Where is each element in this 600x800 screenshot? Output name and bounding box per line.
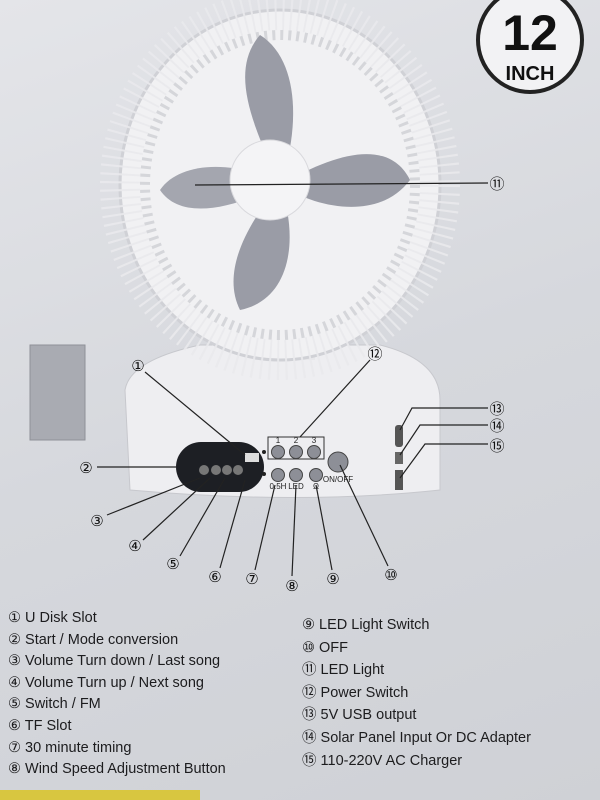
fan-blade — [280, 154, 410, 207]
legend-item: ⑥ TF Slot — [8, 717, 72, 734]
badge-unit: INCH — [506, 63, 555, 85]
yellow-strip — [0, 790, 200, 800]
ac-charger-port — [395, 470, 403, 490]
off-button[interactable] — [309, 468, 323, 482]
legend-item: ③ Volume Turn down / Last song — [8, 653, 221, 670]
legend-item: ④ Volume Turn up / Next song — [8, 674, 204, 691]
led-light — [229, 139, 311, 221]
solar-panel — [29, 344, 86, 441]
button-label: 0.5H — [270, 482, 287, 491]
callout-3: ③ — [90, 512, 103, 530]
callout-8: ⑧ — [285, 577, 298, 595]
speed-1-button[interactable] — [271, 445, 285, 459]
size-badge: 12 INCH — [476, 0, 584, 94]
legend-item: ⑭ Solar Panel Input Or DC Adapter — [302, 729, 531, 746]
speed-label: 3 — [312, 436, 317, 445]
usb-output-port — [395, 425, 403, 447]
callout-2: ② — [79, 459, 92, 477]
timer-button[interactable] — [271, 468, 285, 482]
callout-7: ⑦ — [245, 570, 258, 588]
legend-item: ⑫ Power Switch — [302, 684, 409, 701]
callout-11: ⑪ — [489, 175, 504, 193]
callout-4: ④ — [128, 537, 141, 555]
callout-10: ⑩ — [384, 566, 397, 584]
callout-6: ⑥ — [208, 568, 221, 586]
legend-right: ⑨ LED Light Switch ⑩ OFF ⑪ LED Light ⑫ P… — [302, 614, 531, 772]
legend-item: ⑨ LED Light Switch — [302, 617, 430, 633]
speed-2-button[interactable] — [289, 445, 303, 459]
callout-14: ⑭ — [489, 417, 504, 435]
legend-item: ⑧ Wind Speed Adjustment Button — [8, 761, 226, 778]
callout-12: ⑫ — [367, 345, 382, 363]
legend-left: ① U Disk Slot ② Start / Mode conversion … — [8, 608, 226, 781]
callout-13: ⑬ — [489, 400, 504, 418]
callout-15: ⑮ — [489, 437, 504, 455]
power-label: ON/OFF — [323, 475, 353, 484]
callout-5: ⑤ — [166, 555, 179, 573]
legend-item: ⑬ 5V USB output — [302, 707, 417, 724]
badge-size: 12 — [502, 5, 558, 61]
legend-item: ⑦ 30 minute timing — [8, 739, 132, 756]
usb-slot — [245, 453, 259, 462]
legend-item: ⑮ 110-220V AC Charger — [302, 752, 463, 769]
legend-item: ⑩ OFF — [302, 639, 349, 656]
legend-item: ⑤ Switch / FM — [8, 696, 101, 713]
power-button[interactable] — [327, 451, 349, 473]
speed-label: 2 — [294, 436, 299, 445]
legend-item: ② Start / Mode conversion — [8, 631, 179, 648]
speed-label: 1 — [276, 436, 281, 445]
legend-item: ① U Disk Slot — [8, 610, 97, 626]
callout-1: ① — [131, 357, 144, 375]
led-button[interactable] — [289, 468, 303, 482]
speed-3-button[interactable] — [307, 445, 321, 459]
dc-input-port — [395, 452, 403, 464]
legend-item: ⑪ LED Light — [302, 662, 385, 679]
callout-9: ⑨ — [326, 570, 339, 588]
